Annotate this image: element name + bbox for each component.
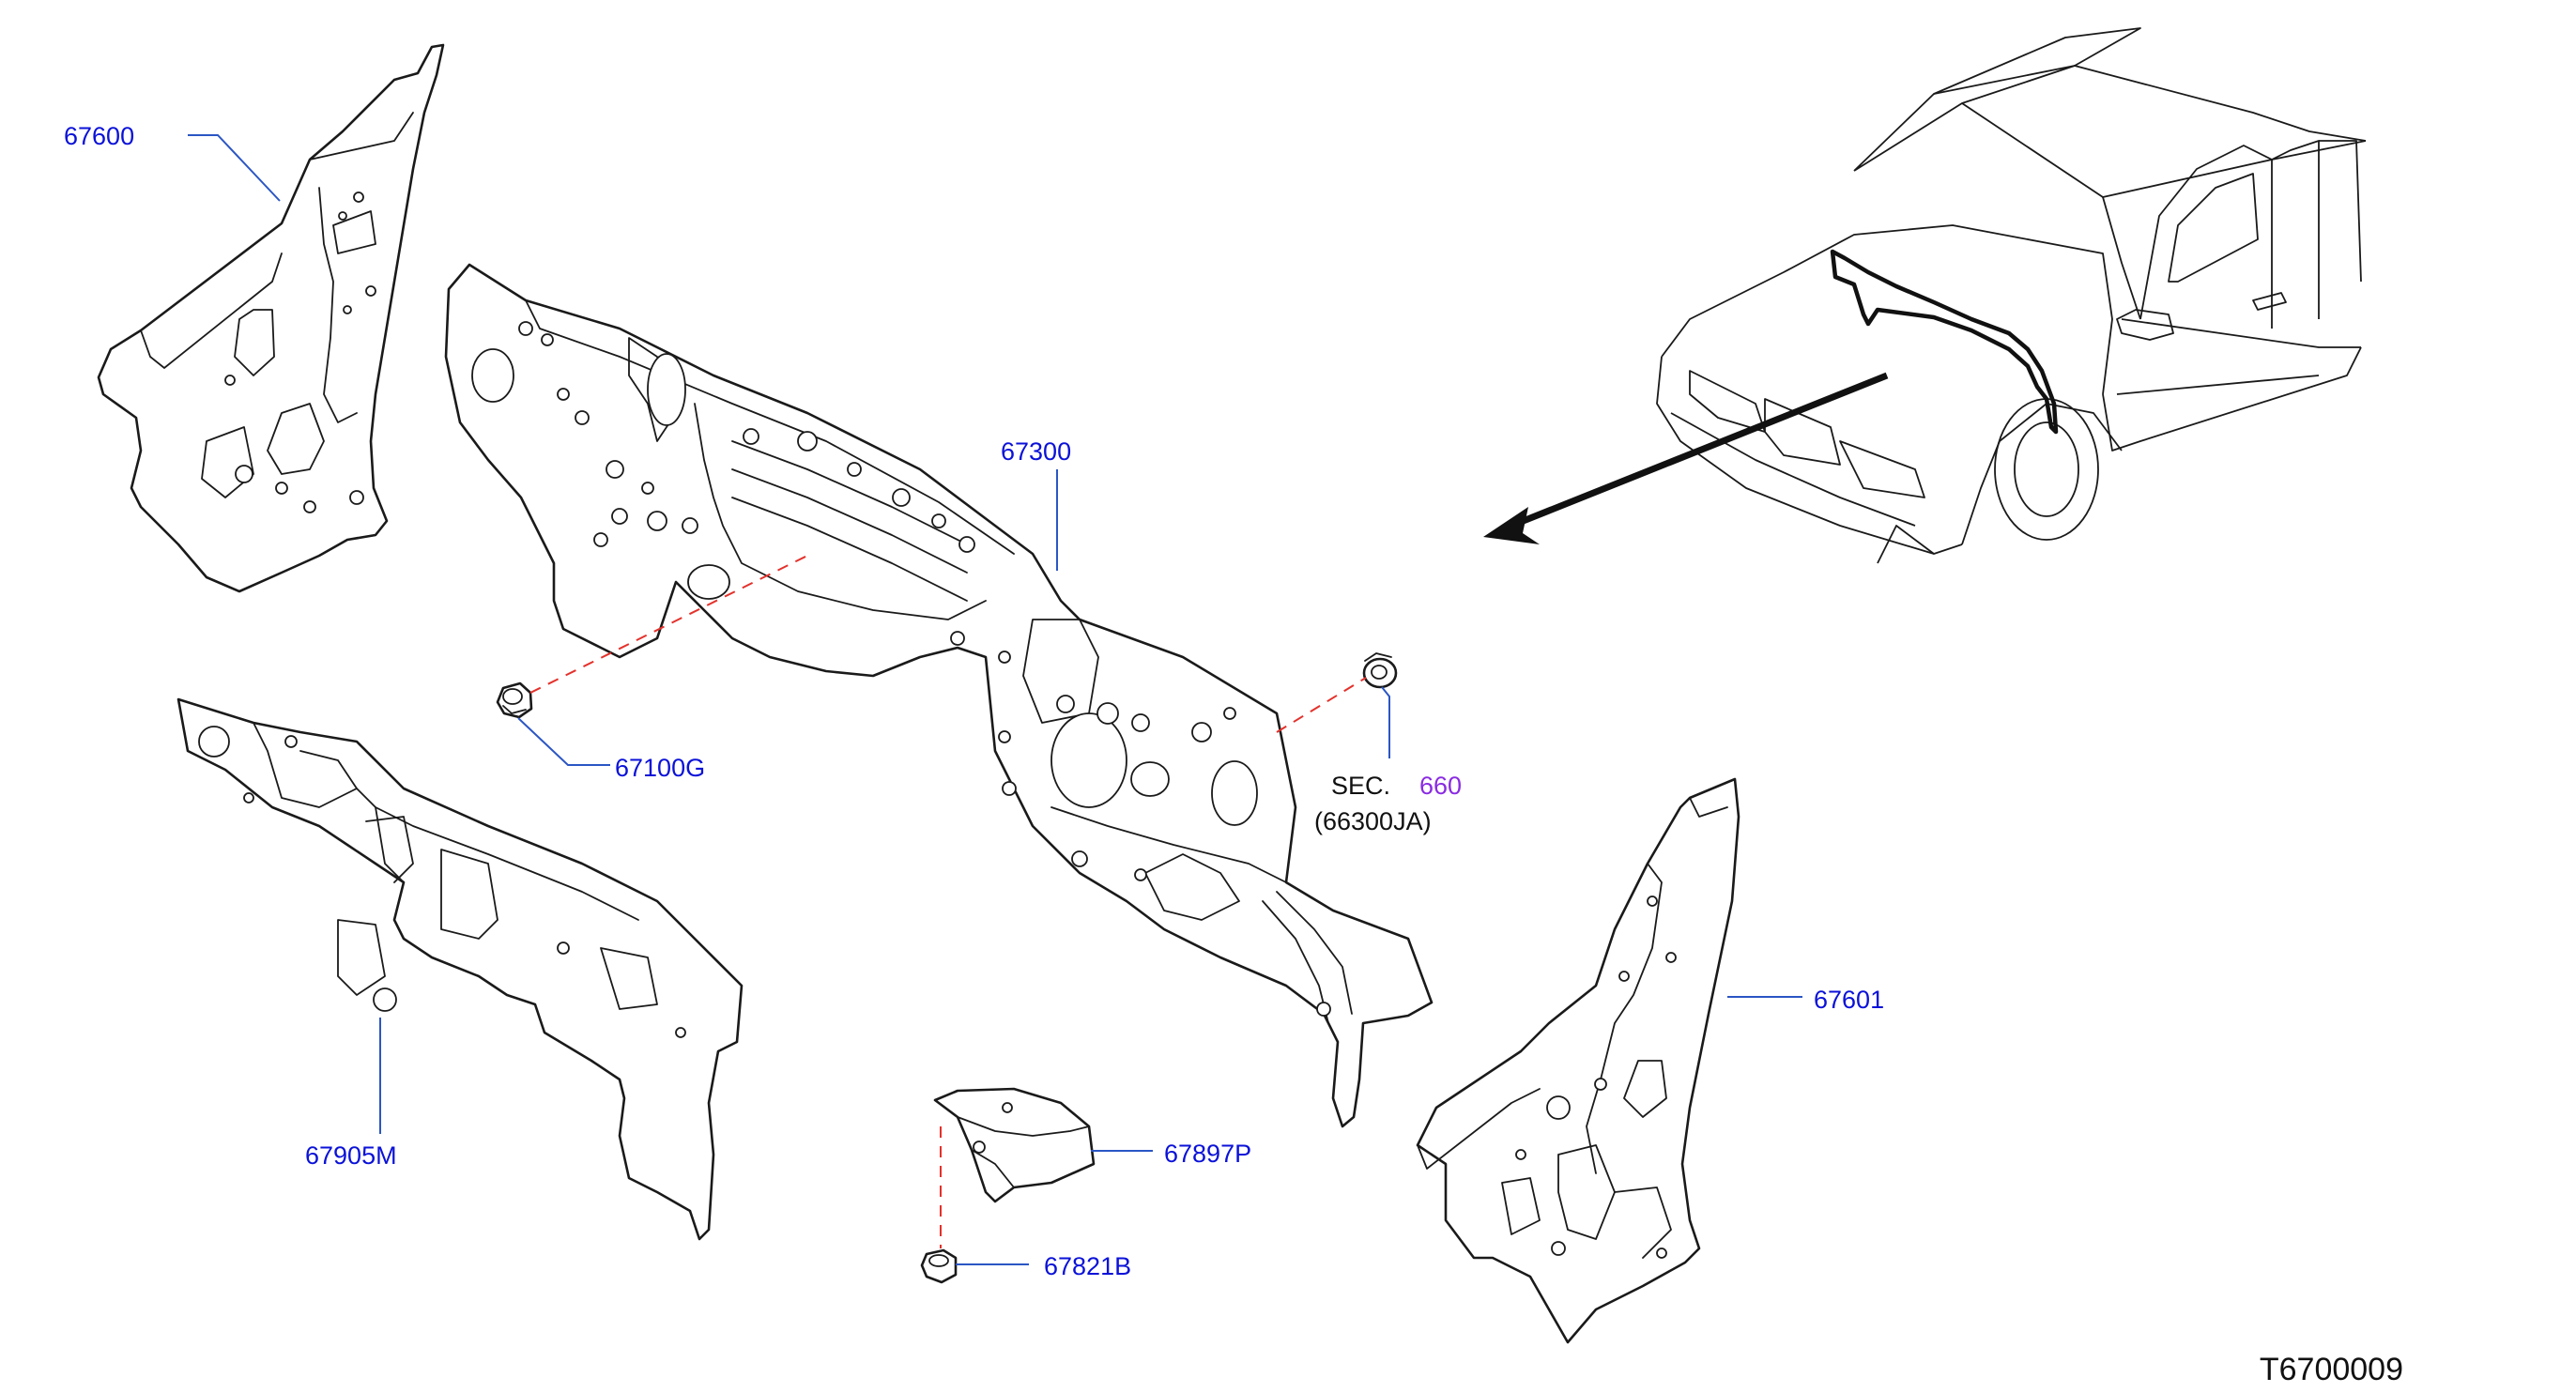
part-label-67100G[interactable]: 67100G [615, 754, 705, 782]
part-67821B-drawing[interactable] [920, 1248, 958, 1284]
part-label-67600[interactable]: 67600 [64, 122, 134, 150]
part-67100G-drawing[interactable] [496, 681, 533, 719]
part-67300-drawing[interactable] [444, 263, 1434, 1128]
part-66300JA-drawing[interactable] [1362, 652, 1398, 689]
section-prefix: SEC. [1331, 772, 1390, 800]
leader-67100G [517, 717, 610, 766]
part-label-67300[interactable]: 67300 [1001, 437, 1071, 466]
diagram-code: T6700009 [2260, 1352, 2403, 1387]
connector-67100G-to-panel [529, 555, 808, 694]
part-label-67905M[interactable]: 67905M [305, 1141, 397, 1170]
part-67897P-drawing[interactable] [933, 1087, 1096, 1203]
part-67601-drawing[interactable] [1416, 777, 1740, 1344]
part-label-67821B[interactable]: 67821B [1044, 1252, 1131, 1280]
part-67905M-drawing[interactable] [176, 697, 744, 1241]
highlighted-dash-outline [1830, 249, 2059, 435]
pickup-truck-front-view-icon [1656, 27, 2367, 564]
part-label-67897P[interactable]: 67897P [1164, 1140, 1251, 1168]
part-label-67601[interactable]: 67601 [1814, 986, 1884, 1014]
connector-grommet-to-panel [1276, 677, 1367, 733]
leader-sec-660 [1381, 686, 1390, 758]
section-part-number: (66300JA) [1314, 807, 1432, 835]
section-link-660[interactable]: 660 [1419, 772, 1462, 800]
arrow-icon [1483, 372, 1889, 544]
part-67600-drawing[interactable] [97, 43, 445, 593]
leader-67600 [188, 134, 281, 202]
